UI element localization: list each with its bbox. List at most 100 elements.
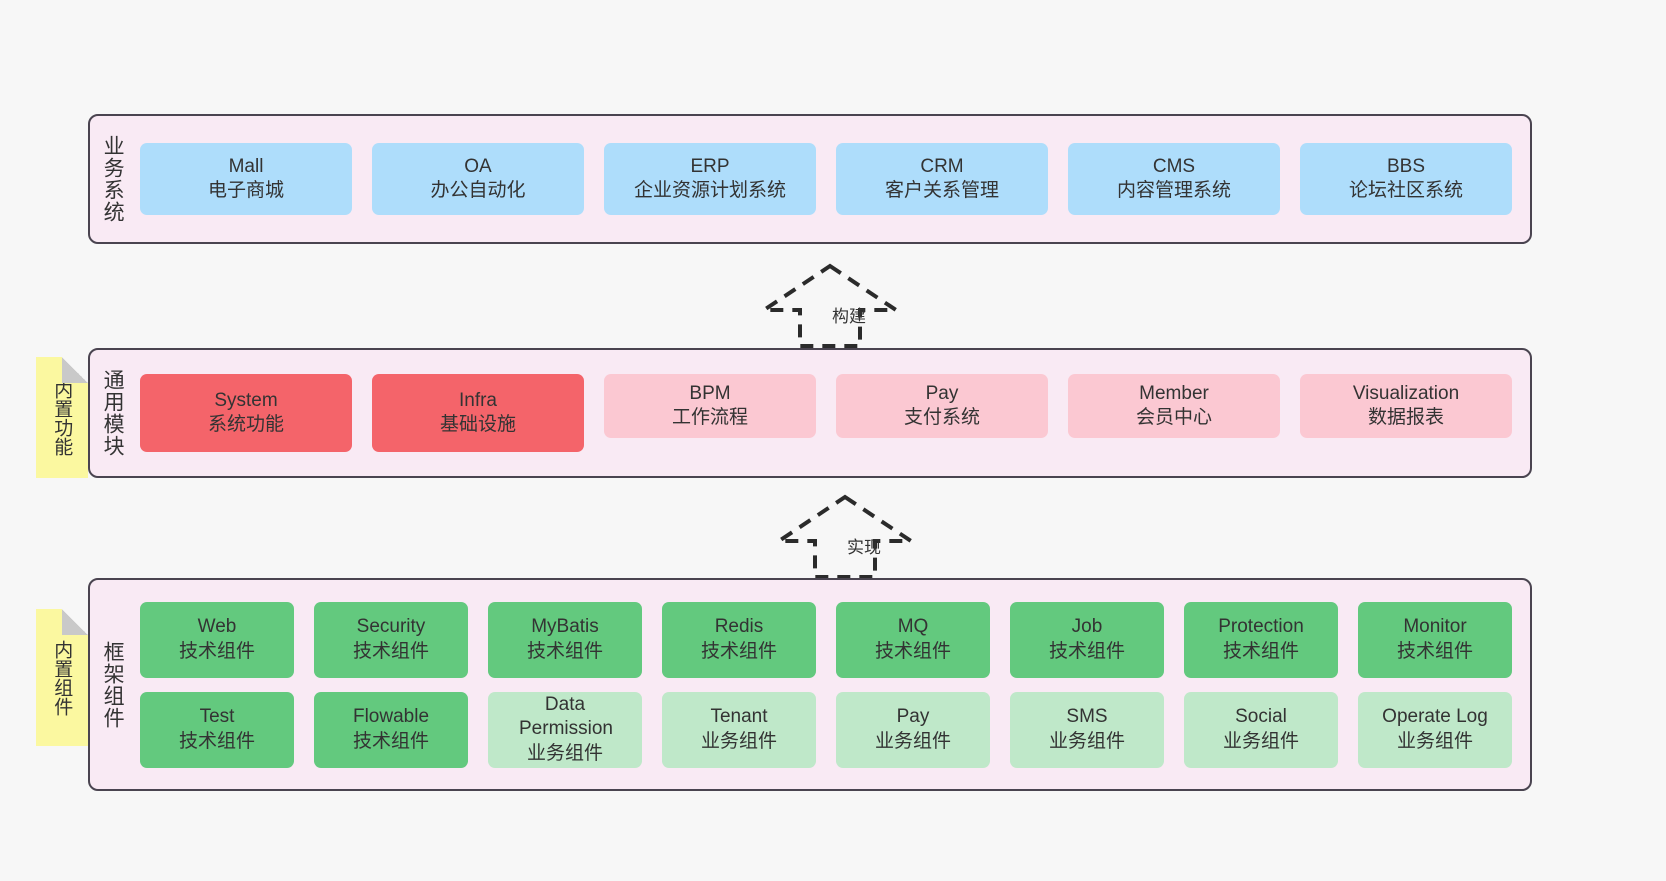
layer-title-business: 业务系统	[101, 135, 125, 223]
generalization-arrow-icon	[760, 263, 900, 348]
card-pay-module[interactable]: Pay 支付系统	[836, 374, 1048, 438]
card-title: ERP	[690, 155, 730, 177]
card-title: Social	[1235, 706, 1287, 728]
card-title: Monitor	[1403, 616, 1467, 638]
card-flowable[interactable]: Flowable 技术组件	[314, 691, 468, 768]
layer-common-modules: 通用模块 System 系统功能 Infra 基础设施 BPM 工作流程 Pay…	[88, 348, 1532, 478]
card-title: Member	[1139, 382, 1209, 404]
card-title: Protection	[1218, 616, 1304, 638]
card-subtitle: 基础设施	[439, 414, 516, 435]
card-erp[interactable]: ERP 企业资源计划系统	[604, 143, 816, 215]
card-security[interactable]: Security 技术组件	[314, 601, 468, 678]
card-subtitle: 技术组件	[352, 640, 429, 662]
card-mybatis[interactable]: MyBatis 技术组件	[488, 601, 642, 678]
card-title: Job	[1071, 616, 1103, 638]
note-builtin-features: 内置功能	[36, 357, 88, 478]
card-row: Mall 电子商城 OA 办公自动化 ERP 企业资源计划系统 CRM 客户关系…	[140, 143, 1512, 215]
card-subtitle: 业务组件	[1048, 730, 1125, 752]
card-title: Flowable	[352, 706, 430, 728]
layer-framework-components: 框架组件 Web 技术组件 Security 技术组件 MyBatis 技术组件…	[88, 578, 1532, 791]
card-bbs[interactable]: BBS 论坛社区系统	[1300, 143, 1512, 215]
layer-title-common: 通用模块	[101, 369, 125, 457]
card-protection[interactable]: Protection 技术组件	[1184, 601, 1338, 678]
layer-business-systems: 业务系统 Mall 电子商城 OA 办公自动化 ERP 企业资源计划系统 CRM…	[88, 114, 1532, 244]
card-title: MyBatis	[531, 616, 599, 638]
card-monitor[interactable]: Monitor 技术组件	[1358, 601, 1512, 678]
card-title: Redis	[714, 616, 764, 638]
card-subtitle: 内容管理系统	[1116, 180, 1231, 201]
note-label: 内置组件	[51, 639, 73, 716]
connector-build-label: 构建	[832, 307, 866, 326]
card-title: Web	[197, 616, 237, 638]
card-member[interactable]: Member 会员中心	[1068, 374, 1280, 438]
card-title: SMS	[1066, 706, 1108, 728]
card-subtitle: 数据报表	[1367, 407, 1444, 428]
card-subtitle: 业务组件	[874, 730, 951, 752]
card-subtitle: 业务组件	[1222, 730, 1299, 752]
card-sms[interactable]: SMS 业务组件	[1010, 691, 1164, 768]
card-social[interactable]: Social 业务组件	[1184, 691, 1338, 768]
card-title: CMS	[1152, 155, 1196, 177]
card-title: CRM	[920, 155, 964, 177]
layer-body-common: System 系统功能 Infra 基础设施 BPM 工作流程 Pay 支付系统…	[134, 350, 1530, 476]
card-subtitle: 技术组件	[874, 640, 951, 662]
card-title: Visualization	[1352, 382, 1460, 404]
card-row: Web 技术组件 Security 技术组件 MyBatis 技术组件 Redi…	[140, 601, 1512, 678]
card-subtitle: 技术组件	[352, 730, 429, 752]
card-row: Test 技术组件 Flowable 技术组件 Data Permission …	[140, 691, 1512, 768]
card-subtitle: 支付系统	[903, 407, 980, 428]
card-operate-log[interactable]: Operate Log 业务组件	[1358, 691, 1512, 768]
card-title: Test	[199, 706, 235, 728]
card-title: Pay	[896, 706, 930, 728]
card-subtitle: 技术组件	[1222, 640, 1299, 662]
card-title: Mall	[228, 155, 264, 177]
card-title: Operate Log	[1382, 706, 1488, 728]
card-subtitle: 电子商城	[207, 180, 284, 201]
card-title: BBS	[1386, 155, 1426, 177]
card-mq[interactable]: MQ 技术组件	[836, 601, 990, 678]
note-label: 内置功能	[51, 379, 73, 456]
card-title: OA	[464, 155, 492, 177]
layer-body-business: Mall 电子商城 OA 办公自动化 ERP 企业资源计划系统 CRM 客户关系…	[134, 116, 1530, 242]
card-redis[interactable]: Redis 技术组件	[662, 601, 816, 678]
card-subtitle: 业务组件	[526, 742, 603, 764]
card-crm[interactable]: CRM 客户关系管理	[836, 143, 1048, 215]
note-builtin-components: 内置组件	[36, 609, 88, 746]
card-subtitle: 客户关系管理	[884, 180, 999, 201]
card-title: Tenant	[710, 706, 768, 728]
card-oa[interactable]: OA 办公自动化	[372, 143, 584, 215]
card-title: Infra	[458, 389, 498, 411]
card-subtitle: 会员中心	[1135, 407, 1212, 428]
card-subtitle: 工作流程	[671, 407, 748, 428]
card-bpm[interactable]: BPM 工作流程	[604, 374, 816, 438]
card-subtitle: 技术组件	[178, 730, 255, 752]
card-title: Data Permission	[519, 694, 613, 740]
card-subtitle: 技术组件	[700, 640, 777, 662]
layer-title-framework: 框架组件	[101, 640, 125, 729]
card-tenant[interactable]: Tenant 业务组件	[662, 691, 816, 768]
connector-implement-label: 实现	[847, 538, 881, 557]
card-system[interactable]: System 系统功能	[140, 374, 352, 452]
card-subtitle: 论坛社区系统	[1348, 180, 1463, 201]
card-test[interactable]: Test 技术组件	[140, 691, 294, 768]
card-pay-component[interactable]: Pay 业务组件	[836, 691, 990, 768]
card-subtitle: 技术组件	[526, 640, 603, 662]
card-mall[interactable]: Mall 电子商城	[140, 143, 352, 215]
card-subtitle: 技术组件	[178, 640, 255, 662]
card-infra[interactable]: Infra 基础设施	[372, 374, 584, 452]
card-title: Pay	[925, 382, 959, 404]
card-web[interactable]: Web 技术组件	[140, 601, 294, 678]
generalization-arrow-icon	[775, 494, 915, 579]
card-title: System	[214, 389, 278, 411]
card-row: System 系统功能 Infra 基础设施 BPM 工作流程 Pay 支付系统…	[140, 374, 1512, 452]
card-visualization[interactable]: Visualization 数据报表	[1300, 374, 1512, 438]
card-title: Security	[356, 616, 426, 638]
card-cms[interactable]: CMS 内容管理系统	[1068, 143, 1280, 215]
card-data-permission[interactable]: Data Permission 业务组件	[488, 691, 642, 768]
layer-body-framework: Web 技术组件 Security 技术组件 MyBatis 技术组件 Redi…	[134, 580, 1530, 789]
card-subtitle: 系统功能	[207, 414, 284, 435]
card-job[interactable]: Job 技术组件	[1010, 601, 1164, 678]
card-subtitle: 业务组件	[1396, 730, 1473, 752]
card-subtitle: 业务组件	[700, 730, 777, 752]
